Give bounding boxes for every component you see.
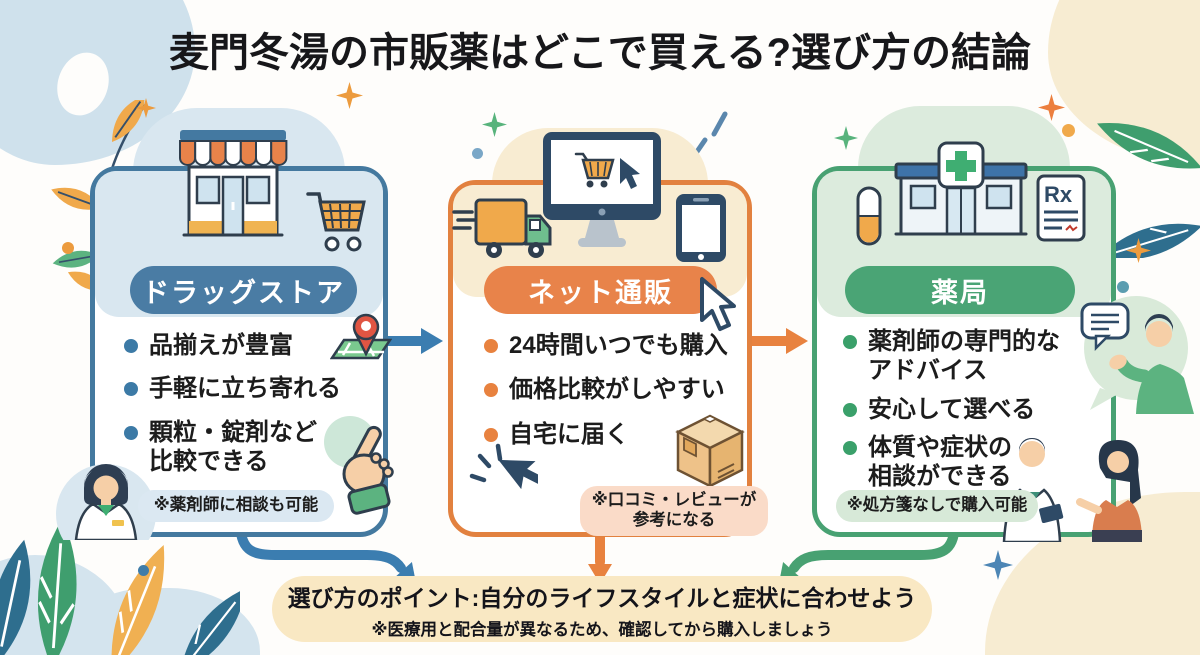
delivery-truck-icon (452, 198, 552, 258)
conclusion-sub: ※医療用と配合量が異なるため、確認してから購入しましょう (371, 620, 833, 639)
list-item: 顆粒・錠剤など 比較できる (124, 418, 386, 477)
bullet-text: 体質や症状の 相談ができる (868, 433, 1012, 491)
speech-bubble-person-icon (1080, 296, 1194, 414)
list-item: 品揃えが豊富 (124, 331, 386, 360)
dot-decor (1062, 124, 1075, 137)
drugstore-badge-label: ドラッグストア (142, 277, 345, 308)
rx-prescription-icon: Rx (1036, 174, 1086, 242)
consultation-people-icon (1002, 438, 1142, 542)
bullet-text: 価格比較がしやすい (509, 376, 725, 404)
drugstore-note: ※薬剤師に相談も可能 (138, 490, 334, 522)
page-title: 麦門冬湯の市販薬はどこで買える?選び方の結論 (168, 31, 1032, 75)
pharmacy-note-text: ※処方箋なしで購入可能 (846, 496, 1028, 515)
bullet-text: 安心して選べる (868, 395, 1036, 423)
package-box-icon (675, 414, 745, 489)
click-cursor-icon (469, 443, 538, 490)
list-item: 手軽に立ち寄れる (124, 374, 386, 403)
bullet-text: 24時間いつでも購入 (509, 332, 728, 359)
drugstore-note-text: ※薬剤師に相談も可能 (153, 496, 319, 515)
bullet-text: 顆粒・錠剤など 比較できる (149, 418, 317, 475)
leaves-bottom-left-icon (0, 518, 240, 655)
arrow-drugstore-to-online (383, 328, 443, 354)
list-item: 安心して選べる (843, 395, 1093, 424)
drugstore-bullets: 品揃えが豊富 手軽に立ち寄れる 顆粒・錠剤など 比較できる (124, 331, 386, 476)
online-badge-label: ネット通販 (528, 277, 673, 308)
online-bullets: 24時間いつでも購入 価格比較がしやすい 自宅に届く (484, 331, 746, 449)
dot-decor (472, 148, 483, 159)
bullet-dot (484, 339, 498, 353)
bullet-text: 自宅に届く (509, 420, 629, 448)
bullet-dot (843, 335, 857, 349)
dot-decor (1117, 281, 1129, 293)
pharmacy-building-icon (894, 141, 1028, 236)
dot-decor (138, 565, 149, 576)
conclusion-main: 選び方のポイント:自分のライフスタイルと症状に合わせよう (287, 584, 917, 611)
arrow-online-to-pharmacy (748, 328, 808, 354)
bullet-dot (124, 382, 138, 397)
bullet-text: 手軽に立ち寄れる (149, 375, 341, 403)
conclusion-box: 選び方のポイント:自分のライフスタイルと症状に合わせよう ※医療用と配合量が異な… (272, 576, 932, 642)
capsule-icon (856, 186, 882, 246)
online-badge: ネット通販 (484, 266, 717, 314)
cursor-icon (700, 277, 736, 331)
bullet-dot (484, 427, 498, 442)
bullet-dot (484, 383, 498, 398)
smartphone-icon (676, 194, 726, 262)
list-item: 薬剤師の専門的な アドバイス (843, 327, 1093, 386)
sparkle-icon (336, 82, 363, 109)
pharmacist-icon (56, 464, 156, 540)
bullet-dot (124, 425, 138, 440)
storefront-icon (179, 130, 288, 237)
pharmacy-bullets: 薬剤師の専門的な アドバイス 安心して選べる 体質や症状の 相談ができる (843, 327, 1093, 491)
bullet-text: 品揃えが豊富 (149, 332, 293, 359)
sparkle-icon (834, 126, 858, 150)
speech-bubble-icon (1080, 302, 1130, 352)
monitor-cart-icon (543, 132, 661, 247)
list-item: 体質や症状の 相談ができる (843, 433, 1093, 492)
drugstore-badge: ドラッグストア (130, 266, 357, 314)
leaves-top-right-icon (1097, 122, 1200, 258)
pharmacy-badge: 薬局 (845, 266, 1075, 314)
shopping-cart-icon (306, 192, 366, 252)
svg-text:Rx: Rx (1044, 182, 1073, 207)
dot-decor (62, 242, 74, 254)
list-item: 自宅に届く (484, 420, 746, 449)
pharmacy-note: ※処方箋なしで購入可能 (836, 490, 1038, 522)
bullet-text: 薬剤師の専門的な アドバイス (868, 328, 1060, 385)
online-note: ※口コミ・レビューが 参考になる (580, 486, 768, 536)
bullet-dot (843, 440, 857, 455)
list-item: 24時間いつでも購入 (484, 331, 746, 360)
bullet-dot (843, 402, 857, 417)
arrows-to-conclusion (235, 515, 960, 585)
online-note-text: ※口コミ・レビューが 参考になる (591, 491, 757, 529)
pharmacy-badge-label: 薬局 (931, 277, 989, 308)
sparkle-icon (482, 112, 507, 137)
pointing-hand-icon (324, 416, 394, 515)
map-pin-icon (330, 313, 392, 360)
list-item: 価格比較がしやすい (484, 375, 746, 404)
bullet-dot (124, 339, 138, 353)
